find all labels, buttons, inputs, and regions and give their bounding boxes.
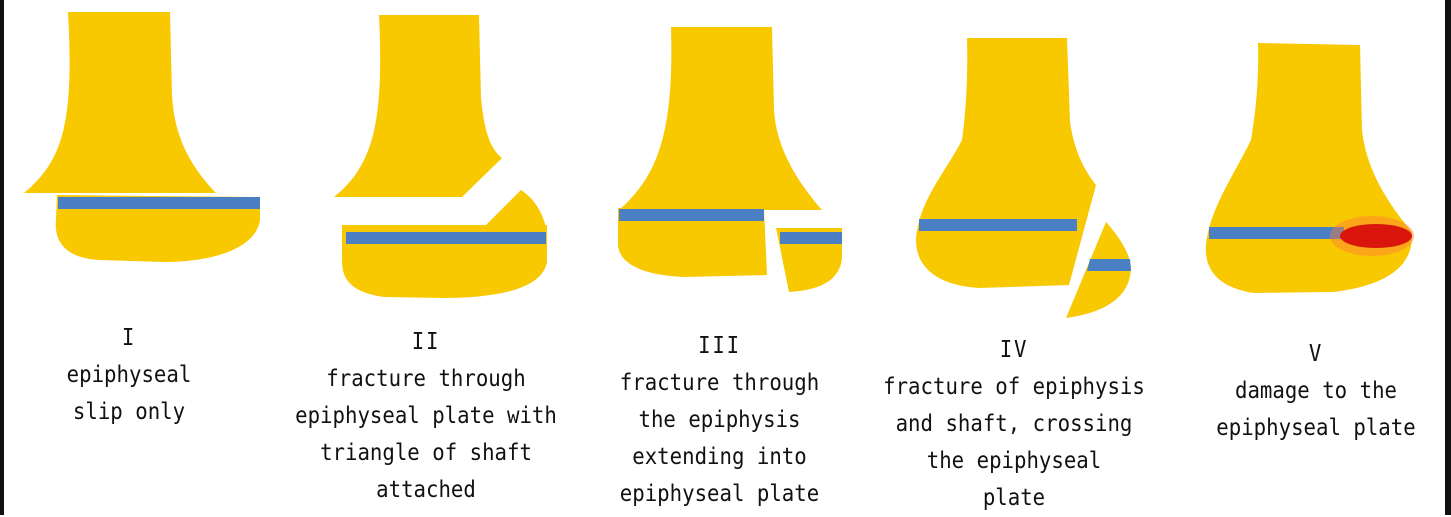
type-1-caption-line-1: epiphyseal [35,357,224,394]
type-5-illustration [1206,43,1414,293]
type-3-caption: III fracture through the epiphysis exten… [605,328,835,513]
type-3-caption-line-2: the epiphysis [605,402,835,439]
type-4-numeral: IV [870,332,1158,369]
type-4-caption-line-2: and shaft, crossing [870,406,1158,443]
type-2-caption: II fracture through epiphyseal plate wit… [282,324,570,509]
type-3-caption-line-3: extending into [605,439,835,476]
type-2-numeral: II [282,324,570,361]
type-1-growth-plate [58,197,260,209]
type-1-numeral: I [35,320,224,357]
type-5-caption: V damage to the epiphyseal plate [1204,336,1427,447]
type-1-shaft [24,12,216,193]
type-5-caption-line-2: epiphyseal plate [1204,410,1427,447]
type-4-shaft-and-epiphysis [916,38,1096,288]
type-2-growth-plate [346,232,546,244]
type-3-caption-line-4: epiphyseal plate [605,476,835,513]
type-2-illustration [334,15,547,298]
type-3-growth-plate-fragment [780,232,842,244]
type-4-caption-line-4: plate [870,480,1158,517]
type-2-caption-line-4: attached [282,472,570,509]
type-2-caption-line-2: epiphyseal plate with [282,398,570,435]
type-5-caption-line-1: damage to the [1204,373,1427,410]
type-4-caption-line-3: the epiphyseal [870,443,1158,480]
type-5-numeral: V [1204,336,1427,373]
type-1-illustration [24,12,260,262]
type-1-caption-line-2: slip only [35,394,224,431]
type-4-growth-plate [919,219,1077,231]
type-4-caption: IV fracture of epiphysis and shaft, cros… [870,332,1158,517]
type-2-caption-line-1: fracture through [282,361,570,398]
type-4-caption-line-1: fracture of epiphysis [870,369,1158,406]
type-5-damage-zone [1340,224,1412,248]
type-3-growth-plate [619,209,764,221]
type-5-growth-plate [1209,227,1344,239]
type-1-caption: I epiphyseal slip only [35,320,224,431]
type-2-caption-line-3: triangle of shaft [282,435,570,472]
type-3-illustration [618,27,842,292]
type-4-growth-plate-fragment [1087,259,1131,271]
type-2-shaft [334,15,502,197]
type-3-caption-line-1: fracture through [605,365,835,402]
type-3-shaft [619,27,822,210]
type-3-numeral: III [605,328,835,365]
type-4-illustration [916,38,1131,318]
